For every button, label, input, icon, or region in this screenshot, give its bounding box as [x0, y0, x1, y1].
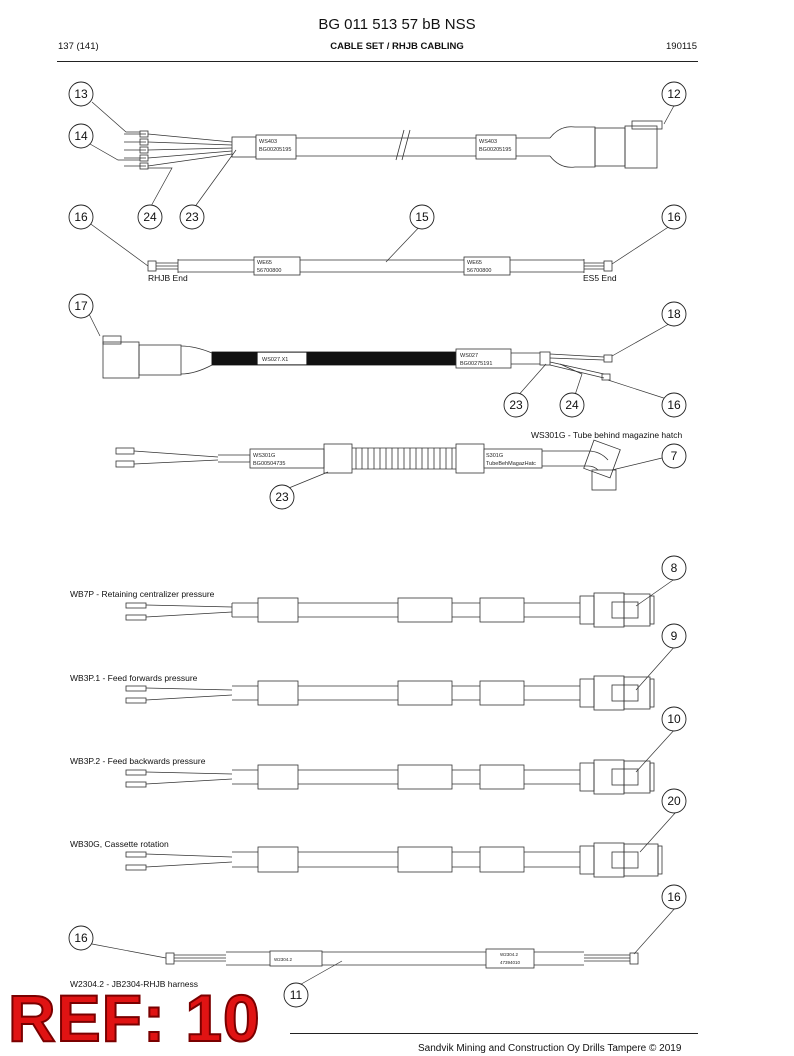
header-rule — [57, 61, 698, 62]
callout-circles — [68, 81, 687, 1008]
callout-23: 23 — [509, 398, 523, 412]
callout-13: 13 — [74, 87, 88, 101]
label-ws403-right-pn: BG00205195 — [479, 147, 511, 153]
captions: RHJB End ES5 End WS301G - Tube behind ma… — [70, 273, 682, 989]
label-ws403-left-pn: BG00205195 — [259, 147, 291, 153]
caption-es5-end: ES5 End — [583, 273, 617, 283]
label-ws027-pn: BG00275191 — [460, 361, 492, 367]
footer-rule — [290, 1033, 698, 1034]
caption-ws301g: WS301G - Tube behind magazine hatch — [531, 430, 682, 440]
callout-14: 14 — [74, 129, 88, 143]
page-number: 137 (141) — [58, 41, 99, 52]
label-we65-right-pn: 56700800 — [467, 268, 491, 274]
callout-16: 16 — [74, 210, 88, 224]
callout-10: 10 — [667, 712, 681, 726]
callout-23: 23 — [185, 210, 199, 224]
sensor-cable-wb3p1 — [125, 675, 655, 711]
footer-copyright: Sandvik Mining and Construction Oy Drill… — [418, 1043, 682, 1054]
callout-16: 16 — [667, 890, 681, 904]
cable-ws403 — [124, 120, 663, 170]
callout-23: 23 — [275, 490, 289, 504]
label-ws403-left: WS403 — [259, 139, 277, 145]
label-ws301g-pn: BG00504735 — [253, 461, 285, 467]
label-we65-left: WE65 — [257, 260, 272, 266]
cable-ws027 — [102, 335, 613, 381]
label-w2304-right: W2304.2 — [500, 952, 519, 957]
cable-we65 — [147, 256, 613, 276]
callout-16: 16 — [667, 210, 681, 224]
caption-wb3p2: WB3P.2 - Feed backwards pressure — [70, 756, 206, 766]
callout-9: 9 — [671, 629, 678, 643]
caption-rhjb-end: RHJB End — [148, 273, 188, 283]
callout-8: 8 — [671, 561, 678, 575]
label-w2304-right-pn: 47394010 — [500, 960, 521, 965]
cable-labels: WS403 BG00205195 WS403 BG00205195 WE65 5… — [253, 139, 536, 965]
sensor-cable-wb7p — [125, 592, 655, 628]
ref-stamp: REF: 10 — [7, 980, 261, 1056]
document-title: BG 011 513 57 bB NSS — [318, 16, 476, 33]
label-ws027: WS027 — [460, 353, 478, 359]
callout-20: 20 — [667, 794, 681, 808]
sensor-cable-wb3p2 — [125, 759, 655, 795]
caption-wb7p: WB7P - Retaining centralizer pressure — [70, 589, 215, 599]
label-we65-right: WE65 — [467, 260, 482, 266]
cable-ws301g — [115, 439, 621, 491]
callout-17: 17 — [74, 299, 88, 313]
label-s301g: S301G — [486, 453, 503, 459]
callout-7: 7 — [671, 449, 678, 463]
caption-wb3p1: WB3P.1 - Feed forwards pressure — [70, 673, 198, 683]
callout-15: 15 — [415, 210, 429, 224]
label-w2304-left: W2304.2 — [274, 957, 293, 962]
callout-12: 12 — [667, 87, 681, 101]
document-date: 190115 — [666, 41, 697, 52]
cable-w2304 — [165, 948, 639, 969]
callout-11: 11 — [290, 988, 303, 1002]
callout-18: 18 — [667, 307, 681, 321]
section-title: CABLE SET / RHJB CABLING — [330, 41, 464, 52]
leader-lines — [87, 101, 677, 988]
label-ws301g: WS301G — [253, 453, 275, 459]
callout-24: 24 — [143, 210, 157, 224]
callout-16: 16 — [74, 931, 88, 945]
callout-numbers: 13 12 14 24 23 16 15 16 17 18 23 24 16 7… — [74, 87, 681, 1002]
label-ws403-right: WS403 — [479, 139, 497, 145]
callout-24: 24 — [565, 398, 579, 412]
label-s301g-pn: TubeBehMagazHatc — [486, 461, 536, 467]
caption-w2304: W2304.2 - JB2304-RHJB harness — [70, 979, 198, 989]
label-ws027-x1: WS027.X1 — [262, 357, 288, 363]
label-we65-left-pn: 56700800 — [257, 268, 281, 274]
sensor-cable-wb30g — [125, 842, 663, 878]
callout-16: 16 — [667, 398, 681, 412]
caption-wb30g: WB30G, Cassette rotation — [70, 839, 169, 849]
